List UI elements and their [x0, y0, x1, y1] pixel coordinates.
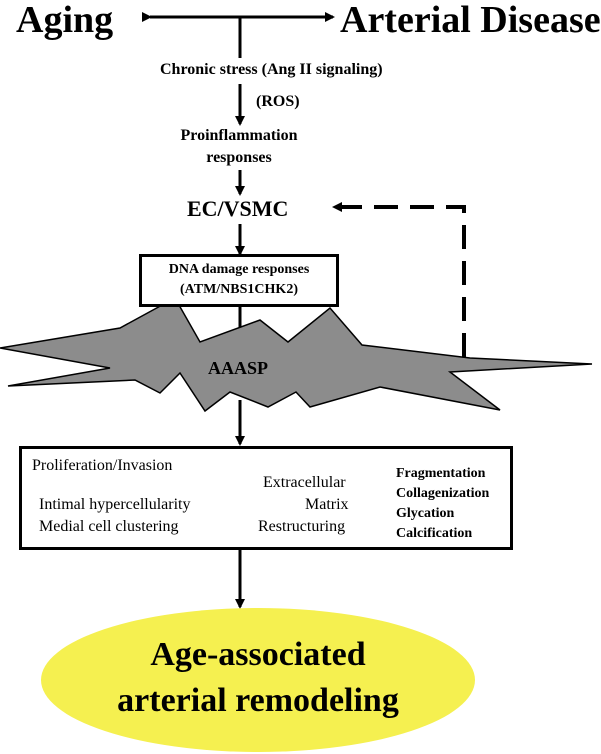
result-line1: Age-associated — [150, 636, 366, 673]
arterial-disease-label: Arterial Disease — [340, 0, 601, 41]
proinflammation-line2: responses — [206, 149, 272, 166]
medial-label: Medial cell clustering — [39, 518, 179, 535]
result-ellipse — [41, 608, 475, 752]
ecm-item-fragmentation: Fragmentation — [396, 466, 486, 481]
outcomes-box — [19, 446, 513, 550]
dna-damage-box: DNA damage responses (ATM/NBS1CHK2) — [139, 254, 339, 307]
proliferation-label: Proliferation/Invasion — [32, 457, 173, 474]
feedback-dashed-line — [332, 202, 466, 357]
result-line2: arterial remodeling — [117, 682, 399, 719]
dna-damage-line2: (ATM/NBS1CHK2) — [180, 282, 298, 297]
ecm-line3: Restructuring — [258, 518, 346, 535]
aaasp-starburst — [0, 296, 593, 413]
chronic-stress-label: Chronic stress (Ang II signaling) — [160, 61, 383, 78]
proinflammation-label: Proinflammation responses — [166, 125, 312, 169]
ecm-line2: Matrix — [305, 496, 349, 513]
aging-label: Aging — [16, 0, 114, 41]
ecm-line1: Extracellular — [263, 474, 346, 491]
ros-label: (ROS) — [256, 93, 300, 110]
ecm-item-glycation: Glycation — [396, 506, 455, 521]
ec-vsmc-label: EC/VSMC — [187, 196, 289, 221]
aaasp-label: AAASP — [208, 358, 269, 378]
ecm-item-calcification: Calcification — [396, 526, 473, 541]
intimal-label: Intimal hypercellularity — [39, 496, 191, 513]
proinflammation-line1: Proinflammation — [180, 127, 298, 144]
dna-damage-line1: DNA damage responses — [168, 262, 310, 277]
ecm-item-collagenization: Collagenization — [396, 486, 490, 501]
